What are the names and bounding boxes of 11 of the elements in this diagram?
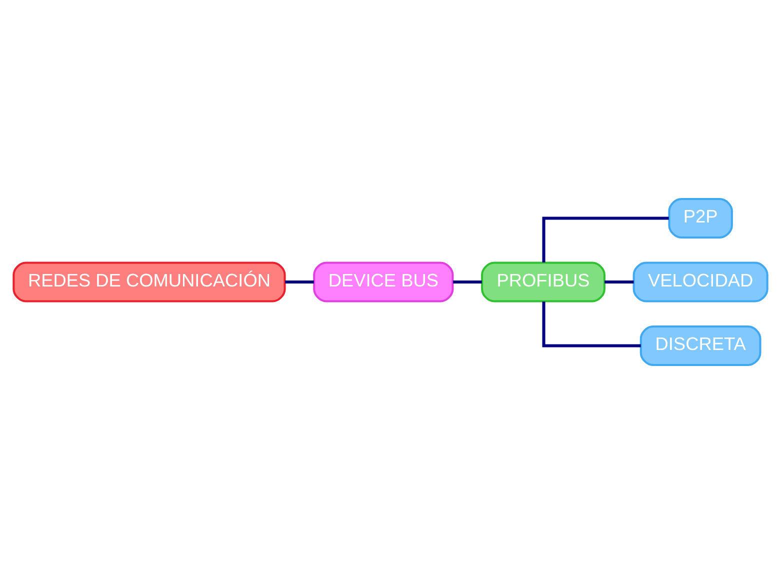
connector [542,300,641,347]
node-box: P2P [668,198,733,238]
node-box: DISCRETA [640,325,762,366]
node-box: VELOCIDAD [632,261,768,302]
connector [604,280,634,284]
node-box: DEVICE BUS [313,261,454,302]
node-box: REDES DE COMUNICACIÓN [12,261,286,302]
node-box: PROFIBUS [481,261,606,302]
connector [453,280,482,284]
connector [542,216,669,262]
connector [285,280,314,284]
